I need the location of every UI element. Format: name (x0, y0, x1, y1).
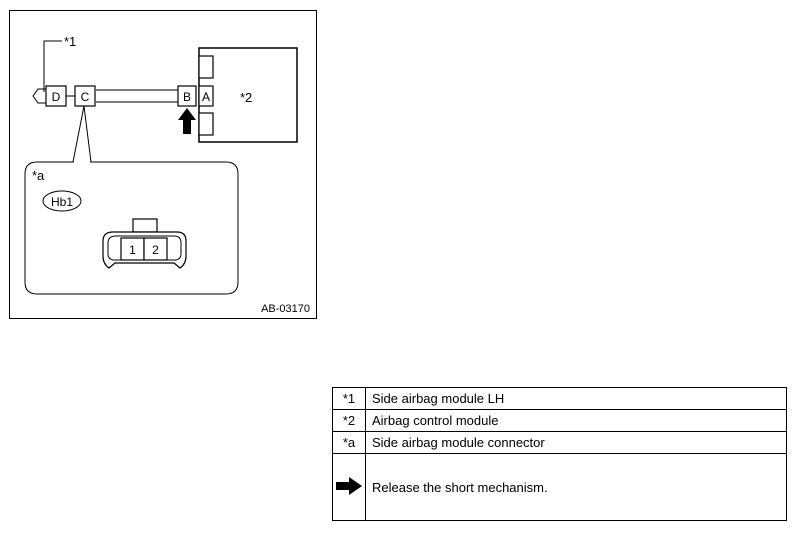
connector-c-label: C (81, 90, 90, 104)
connector-code-badge (42, 190, 82, 212)
connector-code-label: Hb1 (51, 195, 73, 209)
legend-text: Airbag control module (365, 409, 787, 432)
side-airbag-module-end (32, 88, 46, 104)
connector-c (74, 85, 96, 107)
connector-housing-inner (107, 235, 182, 261)
pin-1-label: 1 (129, 243, 136, 257)
connector-a (198, 85, 214, 107)
callout-1-leader (43, 40, 62, 92)
legend-text: Side airbag module connector (365, 431, 787, 454)
connector-b-label: B (183, 90, 191, 104)
callout-a-label: *a (32, 168, 45, 183)
connector-a-label: A (202, 90, 210, 104)
pin-2-cell (143, 237, 168, 261)
legend-key: *a (332, 431, 366, 454)
legend-text: Release the short mechanism. (365, 453, 787, 521)
up-arrow-icon (178, 108, 196, 134)
module-tab-top (198, 55, 214, 79)
connector-d (45, 85, 67, 107)
legend-key: *1 (332, 387, 366, 410)
legend-table: *1 Side airbag module LH *2 Airbag contr… (332, 387, 787, 521)
module-tab-bottom (198, 112, 214, 136)
connector-latch (132, 218, 158, 233)
figure-id: AB-03170 (261, 303, 310, 315)
legend-text: Side airbag module LH (365, 387, 787, 410)
legend-key: *2 (332, 409, 366, 432)
legend-row: Release the short mechanism. (332, 453, 787, 521)
detail-pointer (72, 105, 92, 163)
connector-detail-box (24, 161, 239, 295)
connector-face: 1 2 (102, 218, 187, 269)
connector-d-label: D (52, 90, 61, 104)
airbag-control-module (198, 47, 298, 143)
legend-key (332, 453, 366, 521)
connector-b (177, 85, 197, 107)
figure-frame (9, 10, 317, 319)
legend-row: *a Side airbag module connector (332, 431, 787, 454)
callout-1-label: *1 (64, 34, 76, 49)
right-arrow-icon (336, 476, 362, 495)
legend-row: *1 Side airbag module LH (332, 387, 787, 410)
pin-2-label: 2 (152, 243, 159, 257)
legend-row: *2 Airbag control module (332, 409, 787, 432)
callout-2-label: *2 (240, 90, 252, 105)
